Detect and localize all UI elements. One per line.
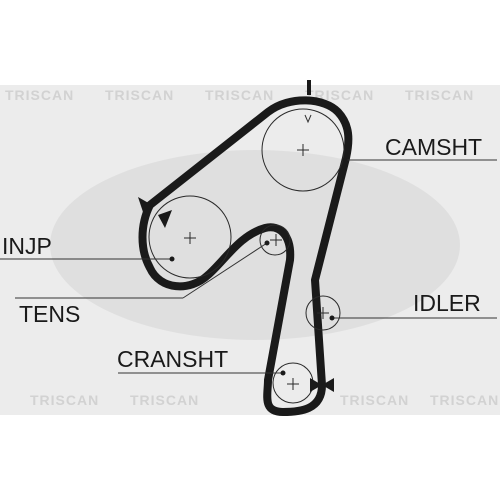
crankshaft-timing-arrow-icon	[310, 378, 334, 392]
tensioner-pulley	[259, 224, 291, 256]
watermark-text-2: TRISCAN	[105, 87, 174, 103]
watermark-text-1: TRISCAN	[5, 87, 74, 103]
camshaft-leader-dot	[342, 157, 348, 163]
camshaft-pulley	[261, 80, 345, 192]
injection-pump-pulley	[138, 195, 232, 279]
injection-pump-label: INJP	[2, 233, 52, 259]
camshaft-pulley-outline	[261, 108, 345, 192]
crankshaft-label: CRANSHT	[117, 346, 228, 372]
injection-pump-timing-arrow-icon	[138, 197, 172, 228]
watermark-logo-shape	[50, 150, 460, 340]
watermark: TRISCAN TRISCAN TRISCAN TRISCAN TRISCAN …	[0, 85, 500, 415]
watermark-text-5: TRISCAN	[405, 87, 474, 103]
camshaft-timing-notch-icon	[304, 114, 312, 124]
watermark-text-6: TRISCAN	[30, 392, 99, 408]
timing-belt	[138, 96, 353, 416]
injection-pump-leader-dot	[169, 256, 175, 262]
crankshaft-pulley	[272, 362, 334, 404]
watermark-text-7: TRISCAN	[130, 392, 199, 408]
injection-pump-pulley-outline	[148, 195, 232, 279]
idler-pulley-outline	[305, 295, 341, 331]
idler-leader-dot	[329, 315, 335, 321]
watermark-text-9: TRISCAN	[430, 392, 499, 408]
idler-label: IDLER	[413, 290, 481, 316]
tensioner-label: TENS	[19, 301, 80, 327]
leader-lines	[0, 157, 497, 376]
tensioner-leader-diag	[182, 242, 268, 299]
camshaft-label: CAMSHT	[385, 134, 482, 160]
component-labels: CAMSHT INJP TENS IDLER CRANSHT	[2, 134, 482, 372]
idler-pulley	[305, 295, 341, 331]
tensioner-pulley-outline	[259, 224, 291, 256]
watermark-text-3: TRISCAN	[205, 87, 274, 103]
tensioner-leader-dot	[264, 240, 270, 246]
crankshaft-leader-dot	[280, 370, 286, 376]
watermark-text-8: TRISCAN	[340, 392, 409, 408]
